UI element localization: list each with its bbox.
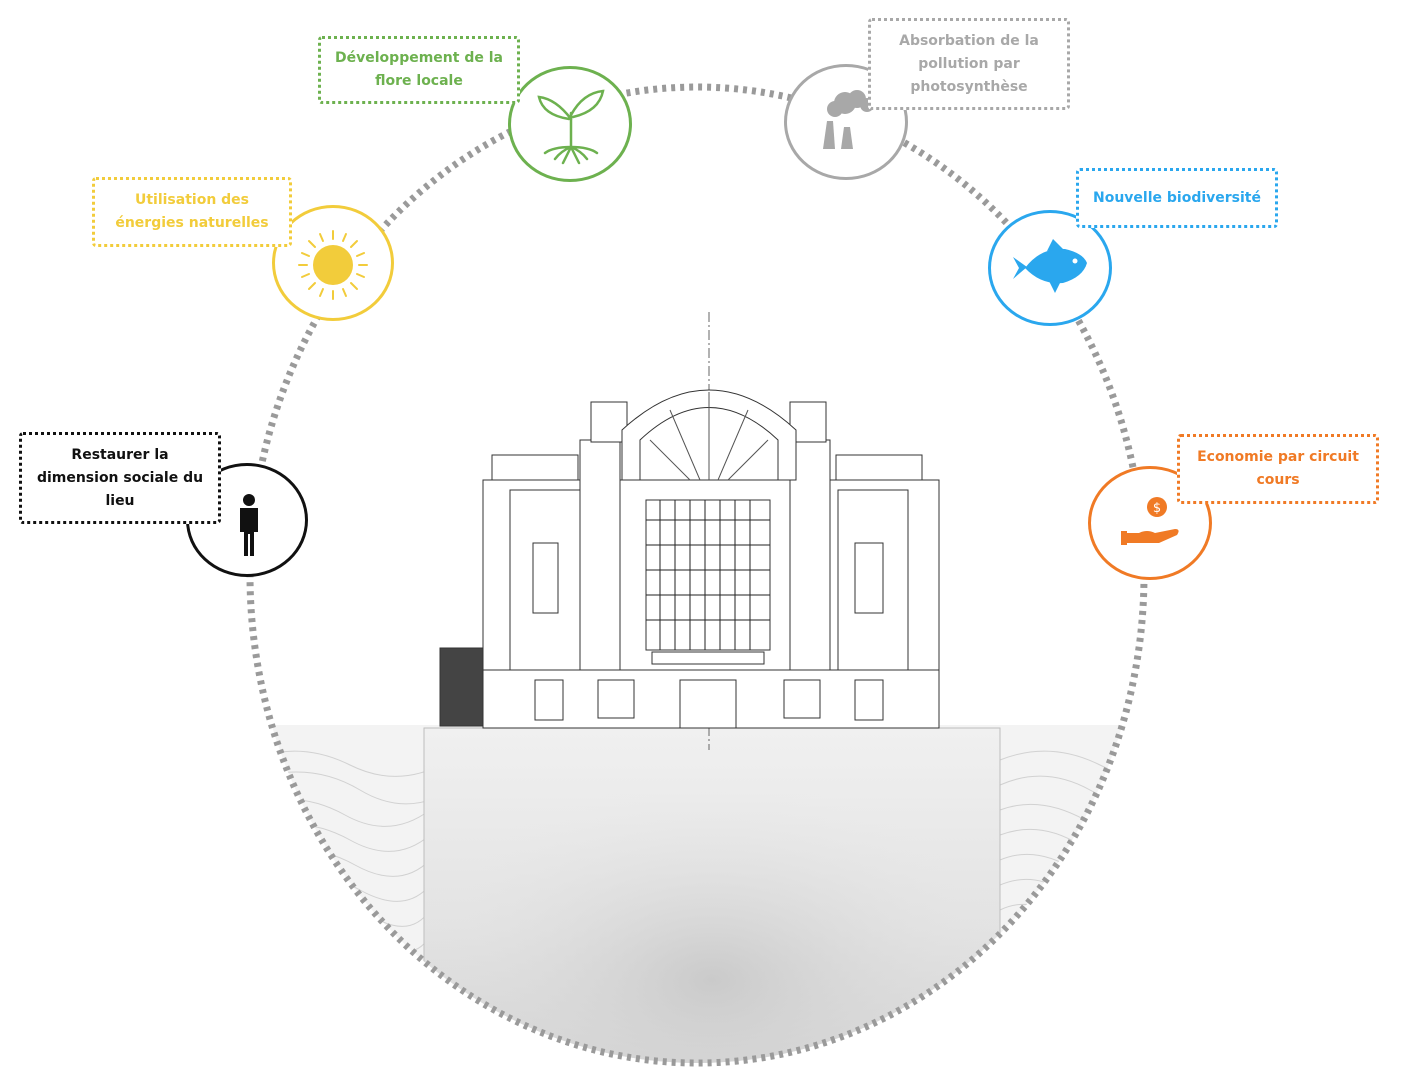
social-label-line-3: lieu — [105, 492, 135, 509]
svg-text:$: $ — [1153, 501, 1161, 516]
economy-label-line-2: cours — [1256, 472, 1300, 488]
social-label: Restaurer la dimension sociale du lieu — [19, 432, 221, 524]
energy-icon-circle — [272, 205, 394, 321]
biodiversity-icon-circle — [988, 210, 1112, 326]
person-icon — [240, 494, 258, 556]
flora-icon-circle — [508, 66, 632, 182]
social-label-line-1: Restaurer la — [71, 446, 169, 463]
pollution-label-line-1: Absorbation de la — [899, 32, 1039, 49]
hand-coin-icon: $ — [1121, 497, 1179, 545]
pollution-label-line-3: photosynthèse — [910, 78, 1028, 95]
pollution-label: Absorbation de la pollution par photosyn… — [868, 18, 1070, 110]
pollution-label-line-2: pollution par — [918, 55, 1020, 72]
flora-label: Développement de la flore locale — [318, 36, 520, 104]
social-label-line-2: dimension sociale du — [36, 469, 204, 486]
economy-label: Economie par circuit cours — [1177, 434, 1379, 504]
sun-icon — [298, 230, 368, 300]
energy-label-line-1: Utilisation des — [134, 192, 250, 208]
flora-label-line-1: Développement de la — [335, 50, 503, 66]
energy-label-line-2: énergies naturelles — [115, 215, 269, 231]
sprout-icon — [537, 89, 605, 165]
energy-label: Utilisation des énergies naturelles — [92, 177, 292, 247]
biodiversity-label: Nouvelle biodiversité — [1076, 168, 1278, 228]
terrain-texture — [250, 725, 1144, 1063]
factory-icon — [823, 90, 874, 149]
economy-label-line-1: Economie par circuit — [1197, 449, 1359, 465]
building-elevation — [439, 312, 940, 750]
fish-icon — [1013, 239, 1087, 293]
flora-label-line-2: flore locale — [375, 73, 463, 89]
biodiversity-label-line-1: Nouvelle biodiversité — [1093, 189, 1261, 206]
pollution-icon-circle — [784, 64, 908, 180]
